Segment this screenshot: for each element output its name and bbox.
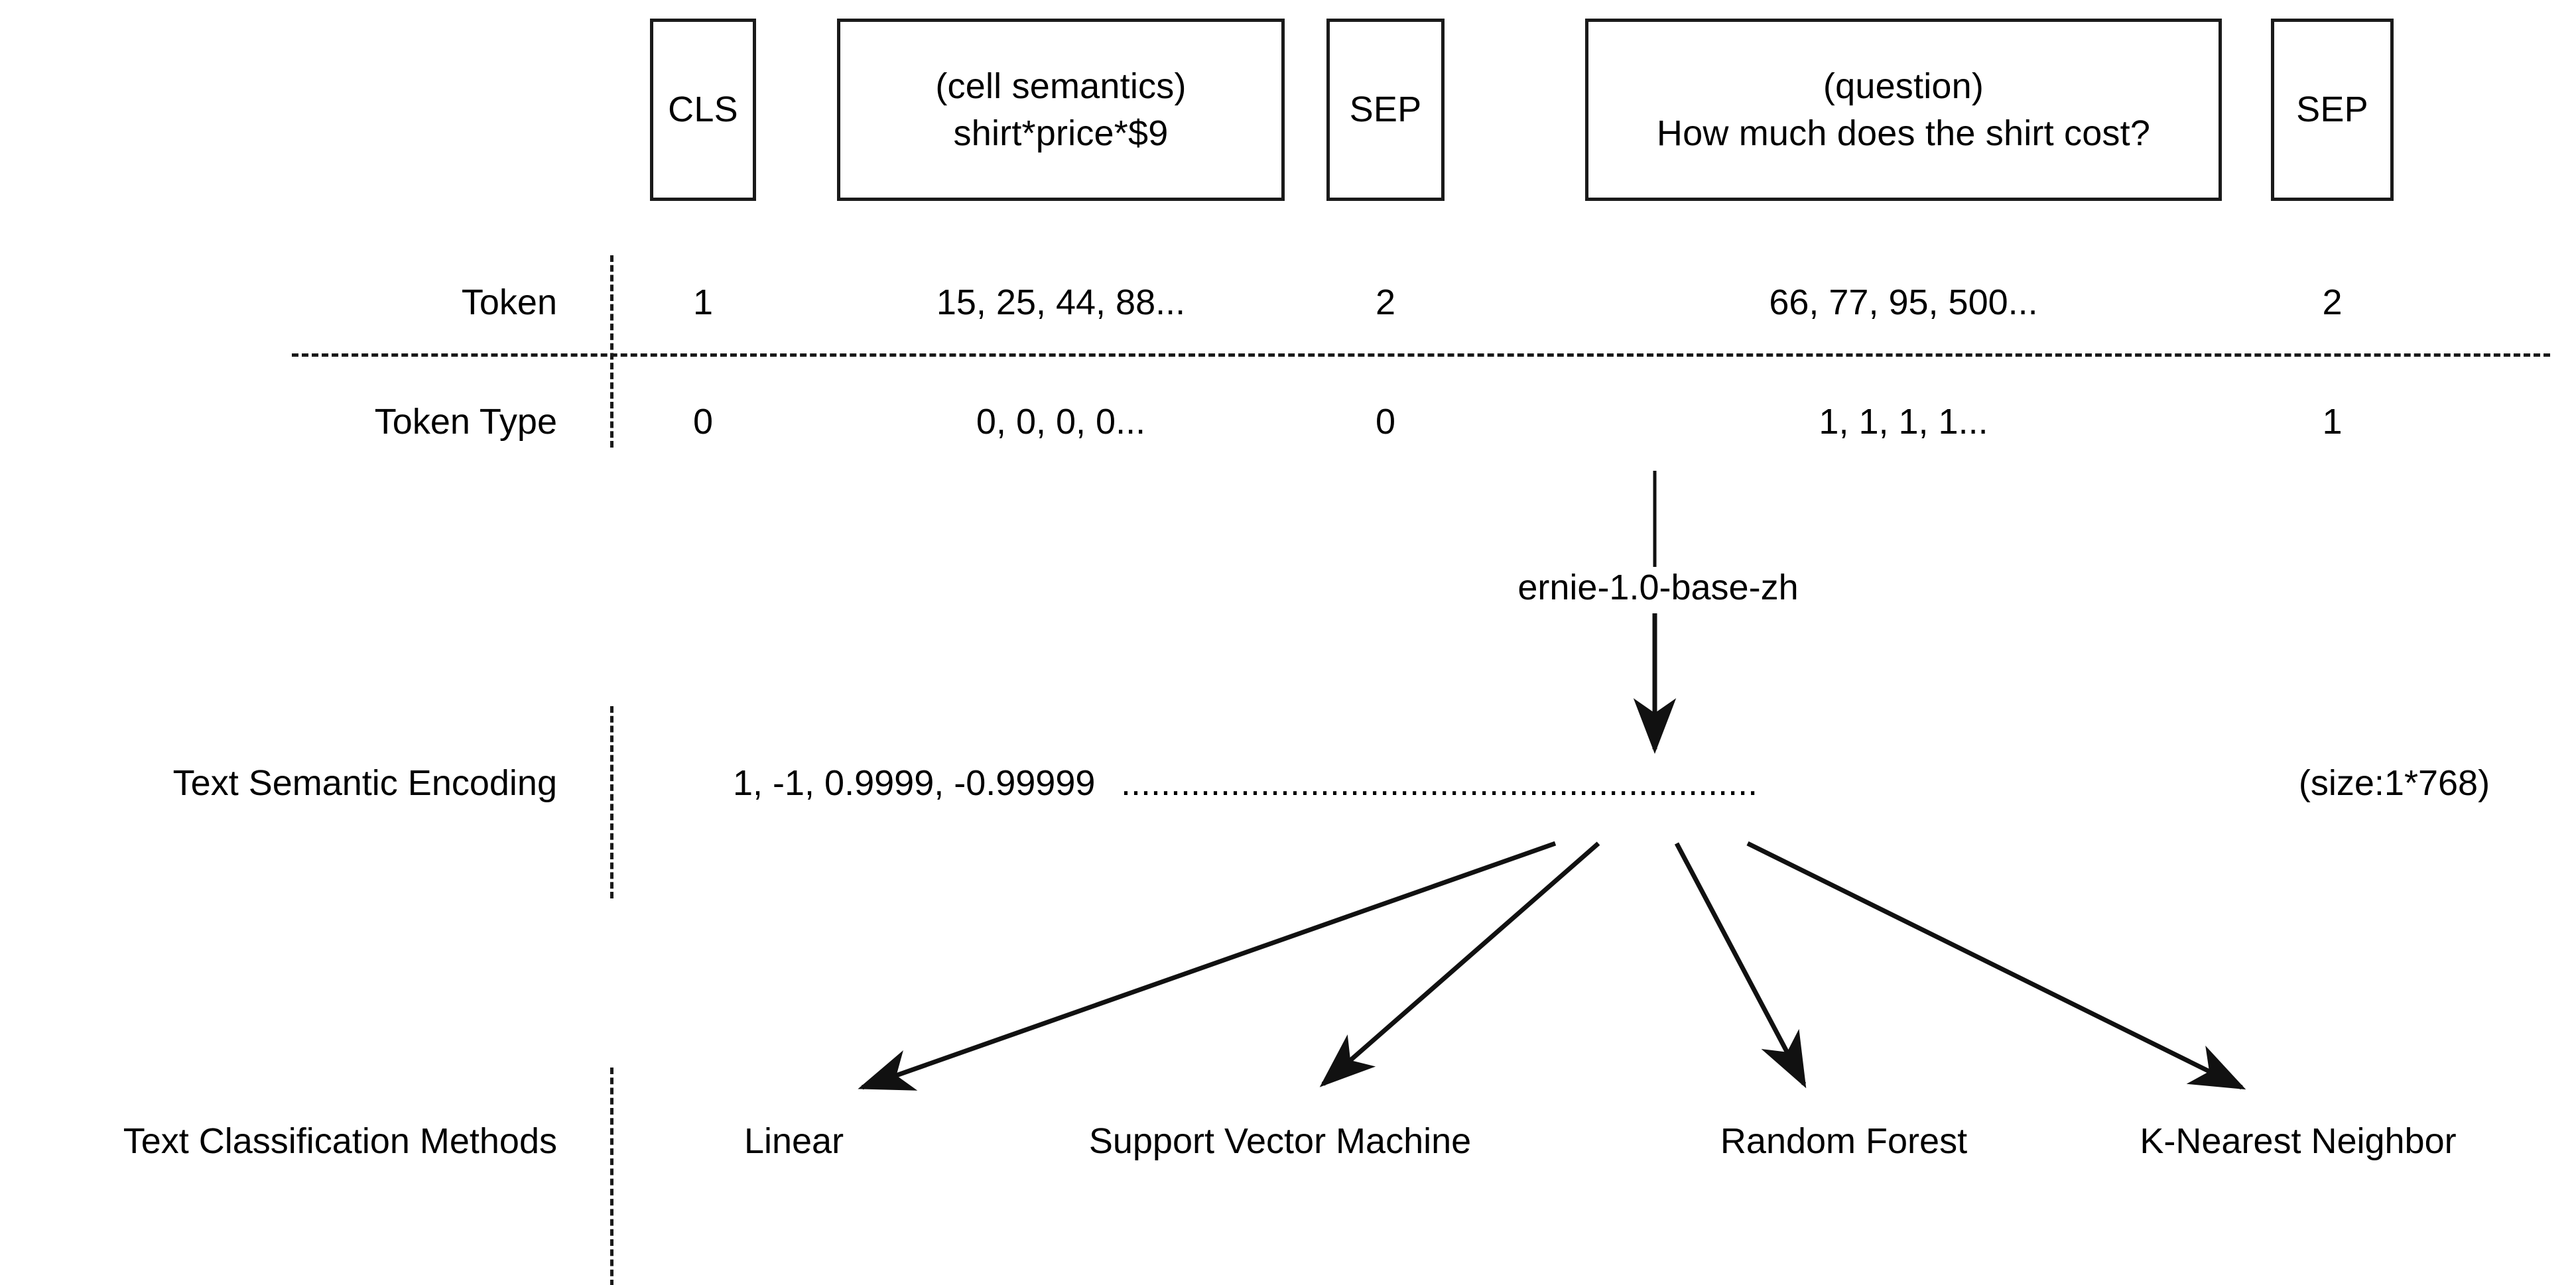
vertical-divider-upper [610, 255, 613, 448]
token-value-cls: 1 [692, 282, 714, 322]
vertical-divider-classification [610, 1068, 613, 1285]
token-box-sep-right: SEP [2271, 19, 2394, 201]
token-value-sep-left: 2 [1375, 282, 1396, 322]
token-type-value-question: 1, 1, 1, 1... [1819, 402, 1988, 442]
arrow-to-support-vector-machine [1319, 841, 1600, 1087]
encoding-value: 1, -1, 0.9999, -0.99999 [733, 763, 1096, 803]
token-value-question: 66, 77, 95, 500... [1769, 282, 2038, 322]
token-box-cell-semantics: (cell semantics) shirt*price*$9 [837, 19, 1285, 201]
token-box-sep-left-line1: SEP [1349, 90, 1422, 130]
row-label-classification: Text Classification Methods [123, 1121, 557, 1161]
token-box-sep-left: SEP [1326, 19, 1445, 201]
arrow-to-linear [858, 841, 1557, 1091]
token-box-question-line2: How much does the shirt cost? [1656, 113, 2151, 153]
token-box-sep-right-line1: SEP [2296, 90, 2368, 130]
horizontal-separator [292, 353, 2550, 357]
encoding-size-note: (size:1*768) [2298, 763, 2490, 803]
token-box-cell-semantics-line2: shirt*price*$9 [953, 113, 1169, 153]
encoding-ellipsis: ........................................… [1121, 763, 1758, 803]
method-label-linear: Linear [743, 1121, 844, 1161]
token-value-sep-right: 2 [2322, 282, 2343, 322]
token-box-question: (question) How much does the shirt cost? [1585, 19, 2222, 201]
token-box-question-line1: (question) [1823, 66, 1984, 107]
row-label-token-type: Token Type [374, 402, 557, 442]
token-type-value-sep-right: 1 [2322, 402, 2343, 442]
token-value-cell-semantics: 15, 25, 44, 88... [936, 282, 1186, 322]
arrow-to-random-forest [1674, 842, 1807, 1089]
arrow-to-k-nearest-neighbor [1746, 841, 2246, 1090]
model-name-label: ernie-1.0-base-zh [1517, 568, 1799, 607]
row-label-token: Token [461, 282, 557, 322]
method-label-random-forest: Random Forest [1720, 1121, 1968, 1161]
token-type-value-cell-semantics: 0, 0, 0, 0... [976, 402, 1146, 442]
row-label-encoding: Text Semantic Encoding [172, 763, 557, 803]
token-box-cell-semantics-line1: (cell semantics) [935, 66, 1187, 107]
token-box-cls-line1: CLS [668, 90, 738, 130]
method-label-k-nearest-neighbor: K-Nearest Neighbor [2140, 1121, 2457, 1161]
vertical-divider-encoding [610, 706, 613, 898]
token-type-value-sep-left: 0 [1375, 402, 1396, 442]
method-label-support-vector-machine: Support Vector Machine [1088, 1121, 1472, 1161]
token-type-value-cls: 0 [692, 402, 714, 442]
token-box-cls: CLS [650, 19, 756, 201]
